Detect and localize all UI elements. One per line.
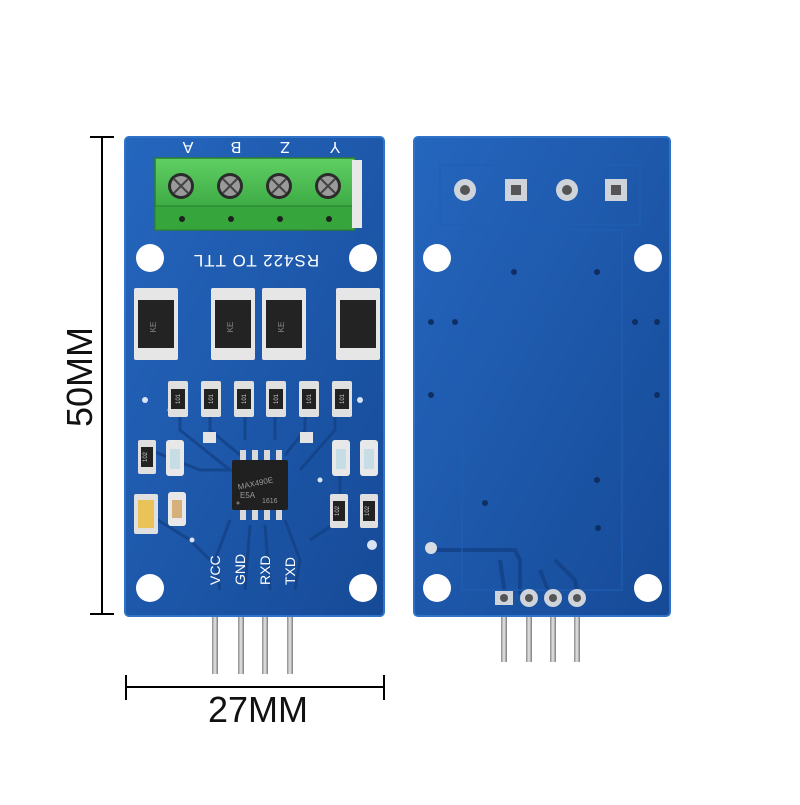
diode-4 (336, 288, 380, 360)
diode-3: KE (262, 288, 306, 360)
silkscreen-title: RS422 TO TTL (193, 251, 319, 270)
resistor-5: 101 (299, 381, 319, 417)
front-resistors: 101 101 101 101 101 (168, 381, 352, 417)
terminal-label-z: Z (280, 138, 290, 155)
diode-2: KE (211, 288, 255, 360)
resistor-2-marking: 101 (209, 393, 215, 404)
resistor-right-2-marking: 102 (365, 505, 371, 516)
front-left-components: 102 (134, 440, 186, 534)
resistor-4: 101 (266, 381, 286, 417)
front-board: A B Z Y RS422 TO TTL KE KE KE (124, 136, 385, 674)
resistor-1: 101 (168, 381, 188, 417)
back-terminal-pads (454, 179, 627, 201)
diode-3-marking: KE (277, 322, 286, 333)
pin-label-rxd: RXD (257, 555, 273, 585)
front-diodes: KE KE KE (134, 288, 380, 360)
resistor-6: 101 (332, 381, 352, 417)
front-pcb (124, 136, 385, 617)
resistor-5-marking: 101 (307, 393, 313, 404)
front-mounting-holes (136, 244, 377, 602)
back-mounting-holes (423, 244, 662, 602)
back-vias (425, 269, 660, 554)
ic-code: E5A (240, 491, 256, 500)
resistor-right-1-marking: 102 (335, 505, 341, 516)
resistor-3: 101 (234, 381, 254, 417)
back-pcb (413, 136, 671, 617)
diode-1: KE (134, 288, 178, 360)
header-pin-labels: VCC GND RXD TXD (207, 554, 298, 585)
back-outline-traces (439, 164, 641, 591)
terminal-label-y: Y (329, 138, 340, 155)
back-header-joints (495, 589, 586, 607)
resistor-left-marking: 102 (143, 451, 149, 462)
terminal-block (154, 157, 362, 231)
terminal-screws (168, 173, 341, 199)
ic-chip: MAX490E E5A 1616 (232, 450, 288, 520)
diode-2-marking: KE (226, 322, 235, 333)
resistor-3-marking: 101 (242, 393, 248, 404)
width-dimension: 27MM (125, 675, 385, 730)
resistor-1-marking: 101 (176, 393, 182, 404)
back-header-pins (501, 600, 580, 662)
resistor-6-marking: 101 (340, 393, 346, 404)
terminal-labels: A B Z Y (182, 138, 340, 155)
resistor-4-marking: 101 (274, 393, 280, 404)
width-label: 27MM (208, 689, 308, 730)
ic-date: 1616 (262, 498, 278, 505)
pin-label-txd: TXD (282, 557, 298, 585)
terminal-label-a: A (182, 138, 193, 155)
resistor-2: 101 (201, 381, 221, 417)
front-pads (203, 432, 313, 443)
diode-1-marking: KE (149, 322, 158, 333)
pin-label-vcc: VCC (207, 555, 223, 585)
front-right-components: 102 102 (330, 440, 378, 528)
height-dimension: 50MM (59, 136, 114, 615)
pin-label-gnd: GND (232, 554, 248, 585)
height-label: 50MM (59, 327, 100, 427)
terminal-label-b: B (231, 138, 242, 155)
back-board (413, 136, 671, 662)
